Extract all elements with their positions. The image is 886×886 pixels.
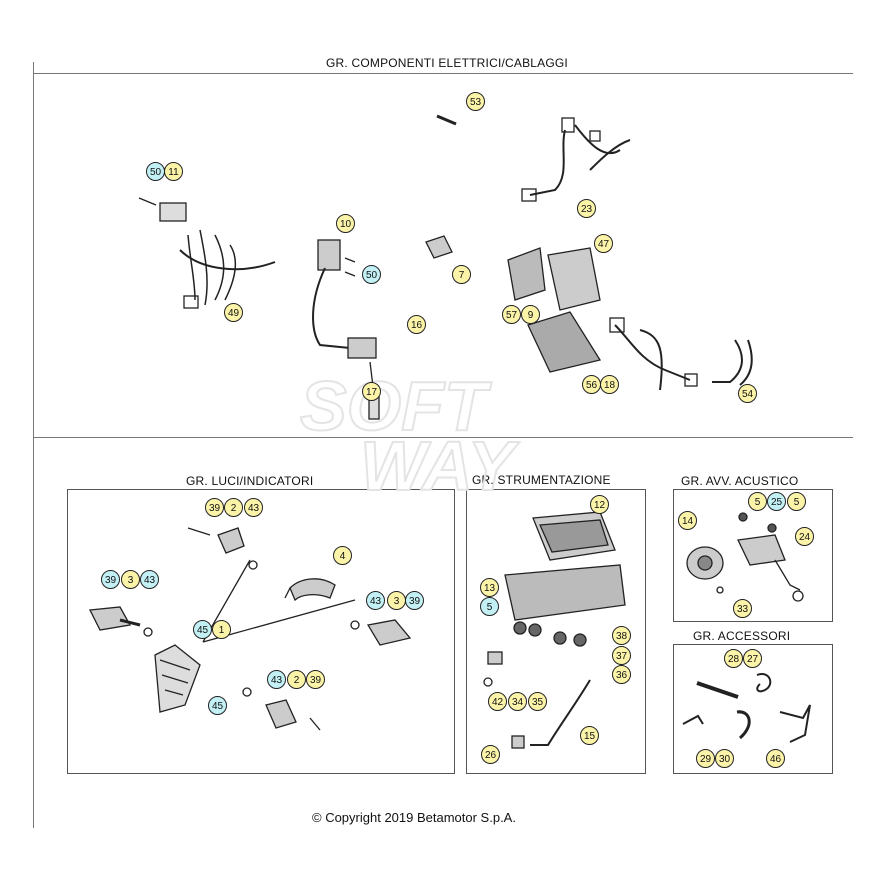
- callout-11[interactable]: 11: [164, 162, 183, 181]
- callout-50-right[interactable]: 50: [362, 265, 381, 284]
- callout-1[interactable]: 1: [212, 620, 231, 639]
- callout-39-lower[interactable]: 39: [306, 670, 325, 689]
- callout-43-upper[interactable]: 43: [244, 498, 263, 517]
- callout-35[interactable]: 35: [528, 692, 547, 711]
- accessories-section-title: GR. ACCESSORI: [693, 629, 791, 643]
- callout-53[interactable]: 53: [466, 92, 485, 111]
- callout-30[interactable]: 30: [715, 749, 734, 768]
- instruments-panel: [466, 489, 646, 774]
- callout-27[interactable]: 27: [743, 649, 762, 668]
- callout-47[interactable]: 47: [594, 234, 613, 253]
- callout-10[interactable]: 10: [336, 214, 355, 233]
- callout-36[interactable]: 36: [612, 665, 631, 684]
- callout-29[interactable]: 29: [696, 749, 715, 768]
- callout-45-lower[interactable]: 45: [208, 696, 227, 715]
- callout-17[interactable]: 17: [362, 382, 381, 401]
- copyright-notice: © Copyright 2019 Betamotor S.p.A.: [312, 810, 516, 825]
- callout-33[interactable]: 33: [733, 599, 752, 618]
- callout-56[interactable]: 56: [582, 375, 601, 394]
- callout-43-right[interactable]: 43: [366, 591, 385, 610]
- callout-16[interactable]: 16: [407, 315, 426, 334]
- horn-panel: [673, 489, 833, 622]
- callout-46[interactable]: 46: [766, 749, 785, 768]
- electrical-section-title: GR. COMPONENTI ELETTRICI/CABLAGGI: [326, 56, 568, 70]
- top-section-bottom-line: [33, 437, 853, 438]
- top-section-top-line: [33, 73, 853, 74]
- callout-9[interactable]: 9: [521, 305, 540, 324]
- callout-14[interactable]: 14: [678, 511, 697, 530]
- callout-37[interactable]: 37: [612, 646, 631, 665]
- callout-3-right[interactable]: 3: [387, 591, 406, 610]
- callout-23[interactable]: 23: [577, 199, 596, 218]
- callout-42[interactable]: 42: [488, 692, 507, 711]
- callout-2-upper[interactable]: 2: [224, 498, 243, 517]
- callout-18[interactable]: 18: [600, 375, 619, 394]
- accessories-panel: [673, 644, 833, 774]
- callout-5-horn-a[interactable]: 5: [748, 492, 767, 511]
- callout-2-lower[interactable]: 2: [287, 670, 306, 689]
- lights-section-title: GR. LUCI/INDICATORI: [186, 474, 314, 488]
- callout-38[interactable]: 38: [612, 626, 631, 645]
- callout-49[interactable]: 49: [224, 303, 243, 322]
- callout-34[interactable]: 34: [508, 692, 527, 711]
- callout-43-left[interactable]: 43: [140, 570, 159, 589]
- callout-45-upper[interactable]: 45: [193, 620, 212, 639]
- callout-7[interactable]: 7: [452, 265, 471, 284]
- callout-50-left[interactable]: 50: [146, 162, 165, 181]
- callout-28[interactable]: 28: [724, 649, 743, 668]
- callout-24[interactable]: 24: [795, 527, 814, 546]
- callout-39-left[interactable]: 39: [101, 570, 120, 589]
- watermark-way: WAY: [360, 427, 520, 505]
- callout-15[interactable]: 15: [580, 726, 599, 745]
- callout-39-right[interactable]: 39: [405, 591, 424, 610]
- callout-13[interactable]: 13: [480, 578, 499, 597]
- callout-54[interactable]: 54: [738, 384, 757, 403]
- callout-5-horn-b[interactable]: 5: [787, 492, 806, 511]
- callout-25[interactable]: 25: [767, 492, 786, 511]
- callout-4[interactable]: 4: [333, 546, 352, 565]
- callout-26[interactable]: 26: [481, 745, 500, 764]
- callout-3-left[interactable]: 3: [121, 570, 140, 589]
- instruments-section-title: GR. STRUMENTAZIONE: [472, 473, 611, 487]
- callout-12[interactable]: 12: [590, 495, 609, 514]
- page-left-line: [33, 438, 34, 828]
- callout-57[interactable]: 57: [502, 305, 521, 324]
- watermark-soft: SOFT: [300, 367, 492, 445]
- horn-section-title: GR. AVV. ACUSTICO: [681, 474, 799, 488]
- callout-39-upper[interactable]: 39: [205, 498, 224, 517]
- callout-43-lower[interactable]: 43: [267, 670, 286, 689]
- top-section-left-line: [33, 62, 34, 438]
- callout-5-instruments[interactable]: 5: [480, 597, 499, 616]
- lights-panel: [67, 489, 455, 774]
